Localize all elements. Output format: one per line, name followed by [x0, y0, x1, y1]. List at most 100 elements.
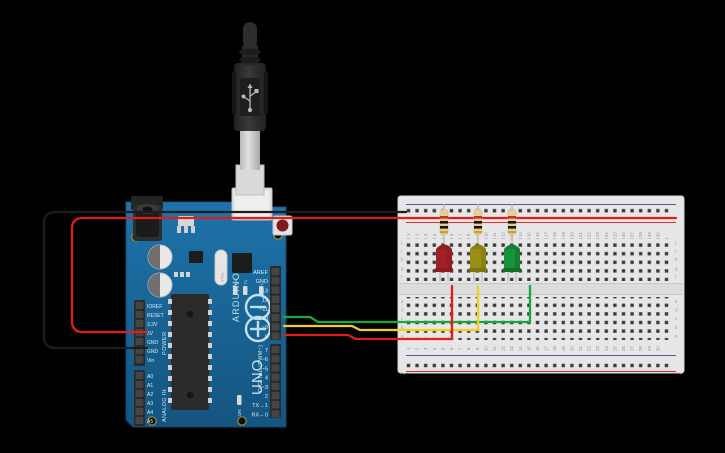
- svg-text:8: 8: [265, 334, 268, 340]
- svg-text:e: e: [401, 299, 404, 304]
- svg-text:GND: GND: [147, 349, 159, 355]
- svg-text:g: g: [675, 266, 678, 271]
- bb-rail-bottom[interactable]: - + - +: [402, 354, 683, 377]
- led-green[interactable]: [503, 244, 521, 283]
- bb-lower-terminals[interactable]: edc ba edc ba: [401, 297, 678, 340]
- svg-text:A5: A5: [147, 419, 153, 425]
- indicator-leds: RX TX L ON: [233, 279, 264, 416]
- svg-text:11: 11: [492, 232, 497, 237]
- svg-text:18: 18: [552, 346, 557, 351]
- svg-text:5: 5: [440, 347, 445, 350]
- svg-text:23: 23: [595, 232, 600, 237]
- svg-text:d: d: [675, 308, 678, 313]
- svg-text:h: h: [401, 257, 404, 262]
- led-red[interactable]: [435, 244, 453, 283]
- digital-header-lower[interactable]: 7 ~6 ~5 4 ~3 2 TX→1 RX←0 DIGITAL (PWM~): [252, 344, 281, 418]
- resistors-group[interactable]: [439, 204, 517, 244]
- svg-text:c: c: [401, 316, 404, 321]
- crystal-oscillator: XTAL: [214, 249, 228, 286]
- svg-text:h: h: [675, 257, 678, 262]
- svg-text:e: e: [675, 299, 678, 304]
- svg-text:24: 24: [604, 346, 609, 351]
- digital-header-upper[interactable]: AREF GND 13 12 ~11 ~10 ~9 8: [253, 266, 281, 340]
- svg-text:26: 26: [621, 346, 626, 351]
- svg-text:25: 25: [612, 346, 617, 351]
- reset-button[interactable]: [272, 215, 293, 236]
- smd-resistor-array: [174, 272, 190, 277]
- svg-text:12: 12: [262, 298, 268, 304]
- power-header[interactable]: IOREF RESET 3.3V 5V GND GND Vin POWER: [134, 300, 168, 366]
- on-led-label: ON: [237, 409, 242, 416]
- svg-text:GND: GND: [147, 340, 159, 346]
- model-text: UNO: [249, 359, 266, 395]
- signal-wire-green[interactable]: [282, 315, 532, 324]
- svg-text:A0: A0: [147, 374, 153, 380]
- smd-ic: [189, 251, 203, 263]
- svg-text:26: 26: [621, 232, 626, 237]
- svg-text:21: 21: [578, 232, 583, 237]
- svg-text:23: 23: [595, 346, 600, 351]
- svg-text:27: 27: [630, 346, 635, 351]
- signal-wire-red[interactable]: [282, 333, 454, 341]
- analog-header[interactable]: A0 A1 A2 A3 A4 A5 ANALOG IN: [134, 370, 168, 426]
- svg-text:i: i: [675, 249, 676, 254]
- resistor-green-led[interactable]: [507, 204, 517, 244]
- bb-rail-top[interactable]: - + - +: [402, 203, 683, 228]
- resistor-yellow-led[interactable]: [473, 204, 483, 244]
- svg-text:25: 25: [612, 232, 617, 237]
- svg-text:TX→1: TX→1: [252, 403, 268, 409]
- analog-pin-labels: A0 A1 A2 A3 A4 A5: [147, 374, 153, 425]
- svg-text:~10: ~10: [259, 316, 269, 322]
- svg-text:28: 28: [638, 232, 643, 237]
- brand-text: ARDUINO: [231, 272, 241, 322]
- rail-minus-label-right: -: [679, 203, 681, 209]
- svg-text:c: c: [675, 316, 678, 321]
- svg-text:GND: GND: [256, 279, 268, 285]
- arduino-uno-board[interactable]: XTAL RX TX L ON: [125, 187, 293, 428]
- svg-text:Vin: Vin: [147, 358, 154, 364]
- svg-text:~9: ~9: [262, 325, 268, 331]
- svg-text:b: b: [675, 325, 678, 330]
- svg-text:28: 28: [638, 346, 643, 351]
- digital-pin-labels-upper: AREF GND 13 12 ~11 ~10 ~9 8: [253, 270, 269, 340]
- led-yellow[interactable]: [469, 244, 487, 283]
- svg-text:15: 15: [526, 346, 531, 351]
- svg-text:4: 4: [432, 233, 437, 236]
- svg-text:20: 20: [569, 232, 574, 237]
- svg-text:A3: A3: [147, 401, 153, 407]
- svg-text:~3: ~3: [262, 385, 268, 391]
- ground-wire[interactable]: [42, 210, 408, 350]
- svg-text:1: 1: [406, 233, 411, 236]
- svg-text:12: 12: [501, 346, 506, 351]
- rail-minus-label-right-bottom: -: [679, 354, 681, 360]
- leds-group[interactable]: [435, 244, 521, 283]
- svg-text:11: 11: [492, 346, 497, 351]
- svg-text:j: j: [400, 240, 402, 245]
- rail-plus-label-left-bottom: +: [402, 370, 406, 377]
- svg-text:A2: A2: [147, 392, 153, 398]
- svg-text:2: 2: [265, 394, 268, 400]
- svg-text:6: 6: [449, 347, 454, 350]
- svg-text:2: 2: [415, 347, 420, 350]
- svg-text:22: 22: [587, 232, 592, 237]
- svg-text:12: 12: [501, 232, 506, 237]
- usb-cable[interactable]: [232, 22, 268, 196]
- svg-text:XTAL: XTAL: [220, 271, 225, 282]
- signal-wire-yellow[interactable]: [282, 324, 480, 332]
- svg-text:19: 19: [561, 346, 566, 351]
- resistor-red-led[interactable]: [439, 204, 449, 244]
- rail-plus-label-right-bottom: +: [679, 370, 683, 377]
- power-wire[interactable]: [70, 216, 678, 334]
- capacitors: [147, 244, 173, 298]
- svg-text:14: 14: [518, 346, 523, 351]
- svg-text:17: 17: [544, 346, 549, 351]
- svg-text:b: b: [401, 325, 404, 330]
- svg-text:10: 10: [483, 232, 488, 237]
- svg-text:21: 21: [578, 346, 583, 351]
- dc-power-jack[interactable]: [131, 196, 163, 241]
- bb-rail-top-holes: [406, 208, 672, 219]
- svg-text:~5: ~5: [262, 366, 268, 372]
- tx-led-label: TX: [243, 280, 248, 285]
